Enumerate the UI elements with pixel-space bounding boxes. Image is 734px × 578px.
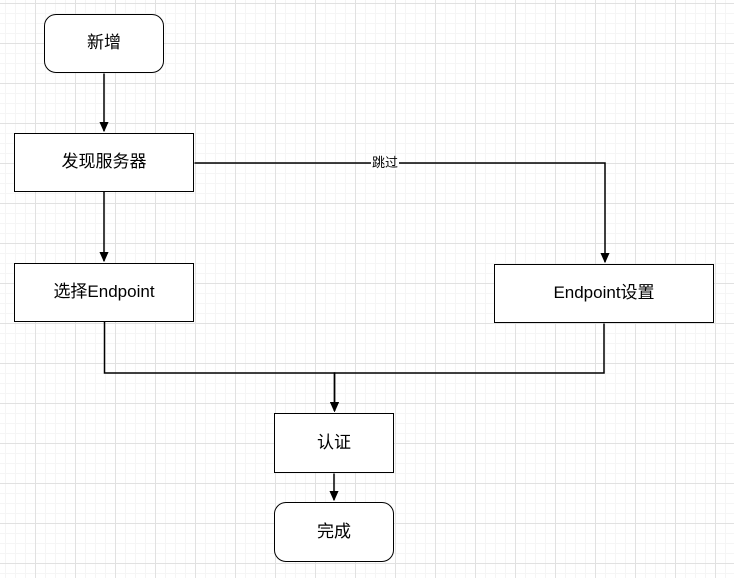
node-label: 认证 [317,432,351,452]
node-done[interactable]: 完成 [274,502,394,562]
edge-select-endpoint-to-authenticate[interactable] [103,322,335,411]
node-authenticate[interactable]: 认证 [274,413,394,473]
node-label: 完成 [317,521,351,541]
node-discover-server[interactable]: 发现服务器 [14,133,194,192]
node-add[interactable]: 新增 [44,14,164,73]
node-label: 选择Endpoint [53,282,155,302]
edge-label-skip[interactable]: 跳过 [370,154,400,171]
edge-skip-discover-to-endpoint-settings[interactable] [194,162,606,262]
node-endpoint-settings[interactable]: Endpoint设置 [494,264,714,323]
node-label: Endpoint设置 [553,283,655,303]
node-label: 发现服务器 [61,152,147,172]
edge-endpoint-settings-to-authenticate[interactable] [335,323,605,412]
edge-label-text: 跳过 [371,154,399,170]
node-label: 新增 [87,33,121,53]
node-select-endpoint[interactable]: 选择Endpoint [14,263,194,322]
